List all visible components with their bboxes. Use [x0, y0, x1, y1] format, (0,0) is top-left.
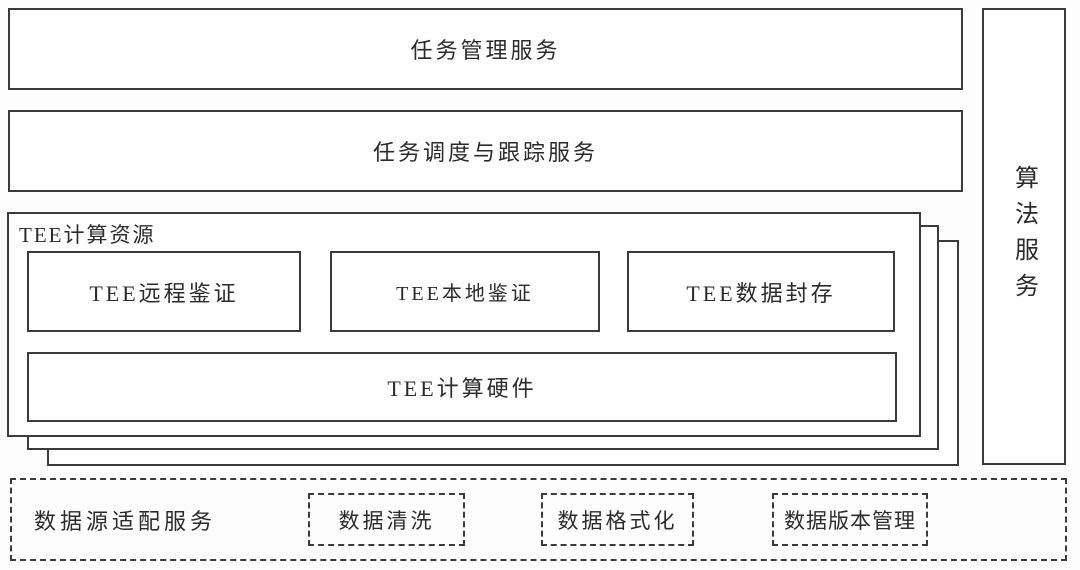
task-management-service-box: 任务管理服务	[8, 8, 963, 90]
algorithm-service-box: 算法服务	[982, 8, 1066, 465]
data-source-adapter-container: 数据源适配服务	[10, 478, 1067, 561]
tee-data-sealing-box: TEE数据封存	[627, 251, 895, 332]
data-version-management-box: 数据版本管理	[772, 493, 928, 546]
tee-resource-title: TEE计算资源	[19, 223, 156, 247]
data-formatting-box: 数据格式化	[541, 493, 694, 546]
tee-remote-attestation-box: TEE远程鉴证	[27, 251, 301, 332]
data-cleaning-box: 数据清洗	[308, 493, 465, 546]
tee-local-attestation-box: TEE本地鉴证	[330, 251, 600, 332]
data-source-adapter-title: 数据源适配服务	[34, 508, 217, 534]
task-scheduling-tracking-service-box: 任务调度与跟踪服务	[8, 110, 963, 192]
tee-computing-hardware-box: TEE计算硬件	[27, 352, 897, 422]
